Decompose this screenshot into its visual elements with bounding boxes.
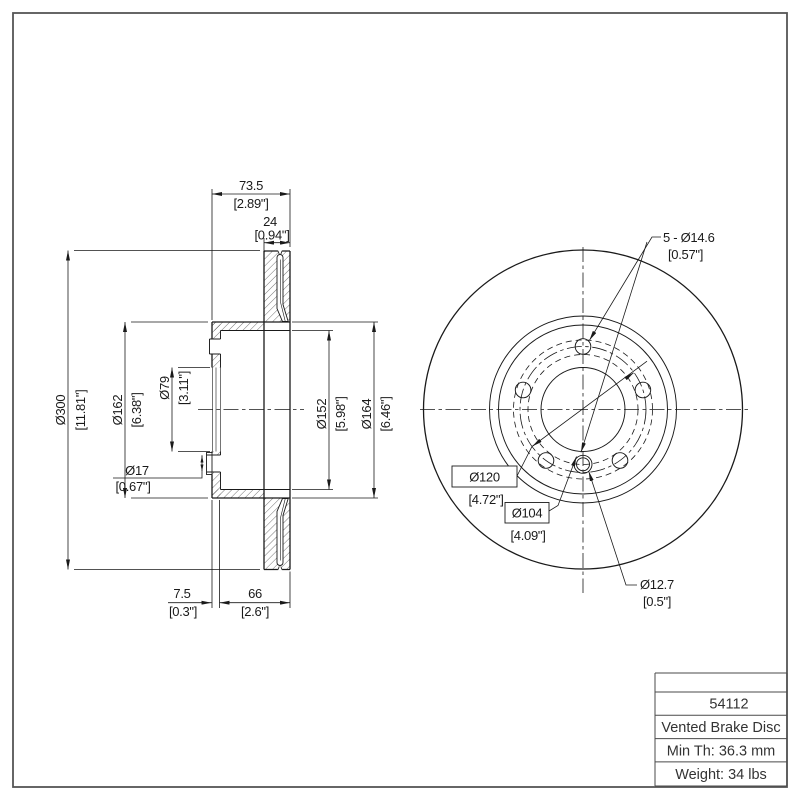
leader-bolt-holes — [589, 236, 661, 341]
callout-bcd-in: [4.72"] — [468, 492, 503, 507]
leader-pin-hole — [588, 471, 637, 586]
pin-hole — [576, 457, 590, 472]
page-border — [12, 12, 788, 788]
ext-bottom-dims — [211, 500, 291, 608]
bolt-hole — [537, 452, 555, 469]
callout-bolt-mm: 5 - Ø14.6 — [663, 230, 715, 245]
ext-d300 — [74, 250, 260, 570]
vent-notch-edges — [277, 566, 283, 570]
bolt-hole — [634, 381, 652, 399]
bolt-hole — [574, 338, 592, 355]
dim-offset-mm: 7.5 — [173, 586, 190, 601]
callout-pcd-mm: Ø104 — [512, 506, 543, 521]
callout-pin-mm: Ø12.7 — [640, 577, 674, 592]
dim-d17-mm: Ø17 — [125, 463, 149, 478]
dim-d300-in: [11.81"] — [73, 389, 88, 430]
callout-pcd-in: [4.09"] — [510, 528, 545, 543]
leader-pcd — [548, 456, 577, 512]
min-thickness: Min Th: 36.3 mm — [667, 744, 776, 760]
bolt-hole — [514, 381, 532, 399]
callout-pin-in: [0.5"] — [643, 594, 671, 609]
dim-offset-in: [0.3"] — [169, 604, 197, 619]
dim-d300-mm: Ø300 — [53, 395, 68, 426]
dim-d79-in: [3.11"] — [176, 371, 191, 405]
hat-wall-hatch — [212, 472, 221, 498]
vent-vane-edge — [280, 498, 286, 561]
front-view: 5 - Ø14.6 [0.57"] Ø120 [4.72"] Ø104 [4.0… — [420, 230, 748, 609]
dim-disc-width-mm: 24 — [263, 214, 277, 229]
leader-long — [580, 241, 648, 453]
screw-hole-edges — [206, 454, 221, 473]
bolt-hole — [611, 452, 629, 469]
dim-d79-mm: Ø79 — [157, 376, 172, 400]
vent-notch-edges — [277, 250, 283, 255]
dim-overall-width-in: [2.89"] — [233, 196, 268, 211]
rotor-side-edges — [263, 251, 291, 570]
dim-d162-mm: Ø162 — [110, 395, 125, 426]
dim-d152-in: [5.98"] — [333, 396, 348, 431]
rotor-outer-edges — [264, 250, 290, 571]
title-block: 54112 Vented Brake Disc Min Th: 36.3 mm … — [654, 672, 788, 787]
callout-pcd-box — [504, 502, 550, 524]
section-view: 73.5 [2.89"] 24 [0.94"] Ø300 [11.81"] Ø1… — [53, 178, 393, 619]
center-bore-edges — [212, 367, 221, 452]
dim-d152-mm: Ø152 — [314, 399, 329, 430]
ext-d152 — [292, 330, 333, 490]
dim-depth-in: [2.6"] — [241, 604, 269, 619]
hat-inner-circle — [498, 324, 668, 495]
hat-wall-hatch — [212, 322, 221, 339]
vent-notch — [277, 566, 283, 571]
leader-d17 — [113, 471, 203, 479]
hat-wall-hatch — [212, 451, 221, 455]
leader-bcd-arrow2 — [624, 372, 634, 381]
chamfer-circle — [513, 339, 653, 480]
bolt-circle-d120 — [519, 346, 647, 473]
hat-outer-circle — [489, 315, 677, 504]
pin-circle-d104 — [527, 354, 639, 465]
dim-disc-width-in: [0.94"] — [254, 228, 289, 243]
hat-bolt-hole-section — [209, 338, 221, 355]
callout-bolt-in: [0.57"] — [668, 247, 703, 262]
title-block-rows — [655, 672, 787, 787]
dim-d164-mm: Ø164 — [359, 399, 374, 430]
part-description: Vented Brake Disc — [661, 720, 780, 736]
hat-top-plate-hatch — [212, 322, 264, 331]
outer-diameter-circle — [422, 249, 744, 570]
ext-d164 — [292, 321, 378, 499]
weight: Weight: 34 lbs — [675, 767, 767, 783]
vent-vane-edge — [280, 259, 286, 322]
dim-overall-width-mm: 73.5 — [239, 178, 263, 193]
hat-bottom-plate-hatch — [212, 489, 264, 498]
leader-bcd — [516, 360, 648, 477]
part-number: 54112 — [709, 697, 748, 713]
dim-d17-in: [0.67"] — [115, 479, 150, 494]
leader-bcd-arrow1 — [532, 438, 542, 447]
title-block-sides — [654, 673, 788, 786]
screw-hole-boss — [206, 452, 213, 475]
callout-bcd-mm: Ø120 — [469, 470, 500, 485]
ext-d79 — [178, 367, 210, 452]
hat-plate-outer-lines — [212, 321, 290, 499]
callout-bcd-box — [451, 465, 518, 488]
dim-d164-in: [6.46"] — [378, 396, 393, 431]
ext-d162 — [131, 321, 208, 499]
vent-notch — [277, 249, 283, 254]
dim-depth-mm: 66 — [248, 586, 262, 601]
hat-wall-hatch — [212, 354, 221, 368]
dim-d162-in: [6.38"] — [129, 392, 144, 427]
hat-plate-inner-lines — [220, 330, 290, 490]
